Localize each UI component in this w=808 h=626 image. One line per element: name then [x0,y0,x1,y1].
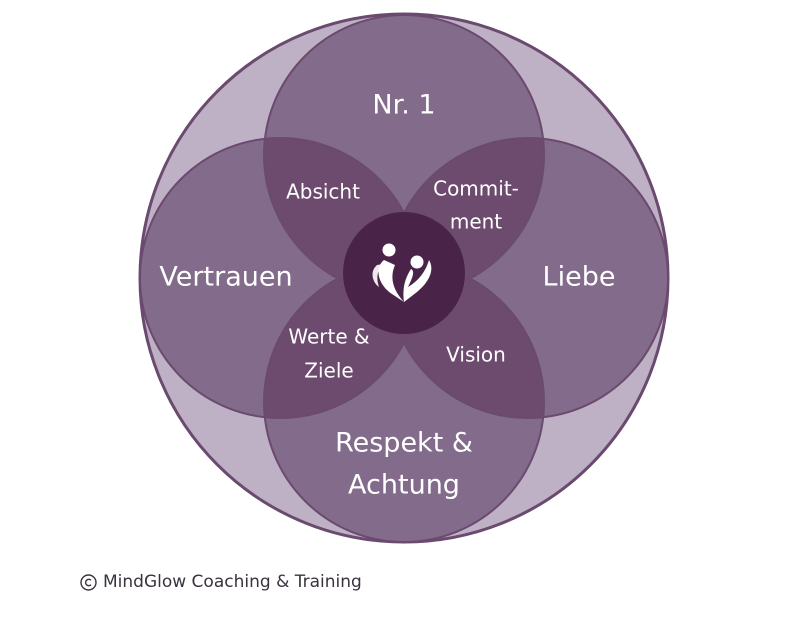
label-bottom-line2: Achtung [348,470,460,501]
center-circle [343,212,465,334]
copyright-text: MindGlow Coaching & Training [103,572,362,592]
copyright-footer: MindGlow Coaching & Training [80,570,362,594]
label-top: Nr. 1 [372,90,435,121]
label-bottom-line1: Respekt & [335,428,473,459]
label-right: Liebe [543,262,616,293]
label-left: Vertrauen [159,262,292,293]
label-overlap-bottom-left-line2: Ziele [304,359,353,383]
label-overlap-top-left: Absicht [286,180,360,204]
label-overlap-bottom-left-line1: Werte & [288,325,369,349]
label-overlap-top-right-line2: ment [450,210,502,234]
label-overlap-bottom-right: Vision [446,343,506,367]
couple-heart-icon [372,243,432,302]
label-overlap-top-right-line1: Commit- [433,177,519,201]
copyright-icon [80,573,97,591]
